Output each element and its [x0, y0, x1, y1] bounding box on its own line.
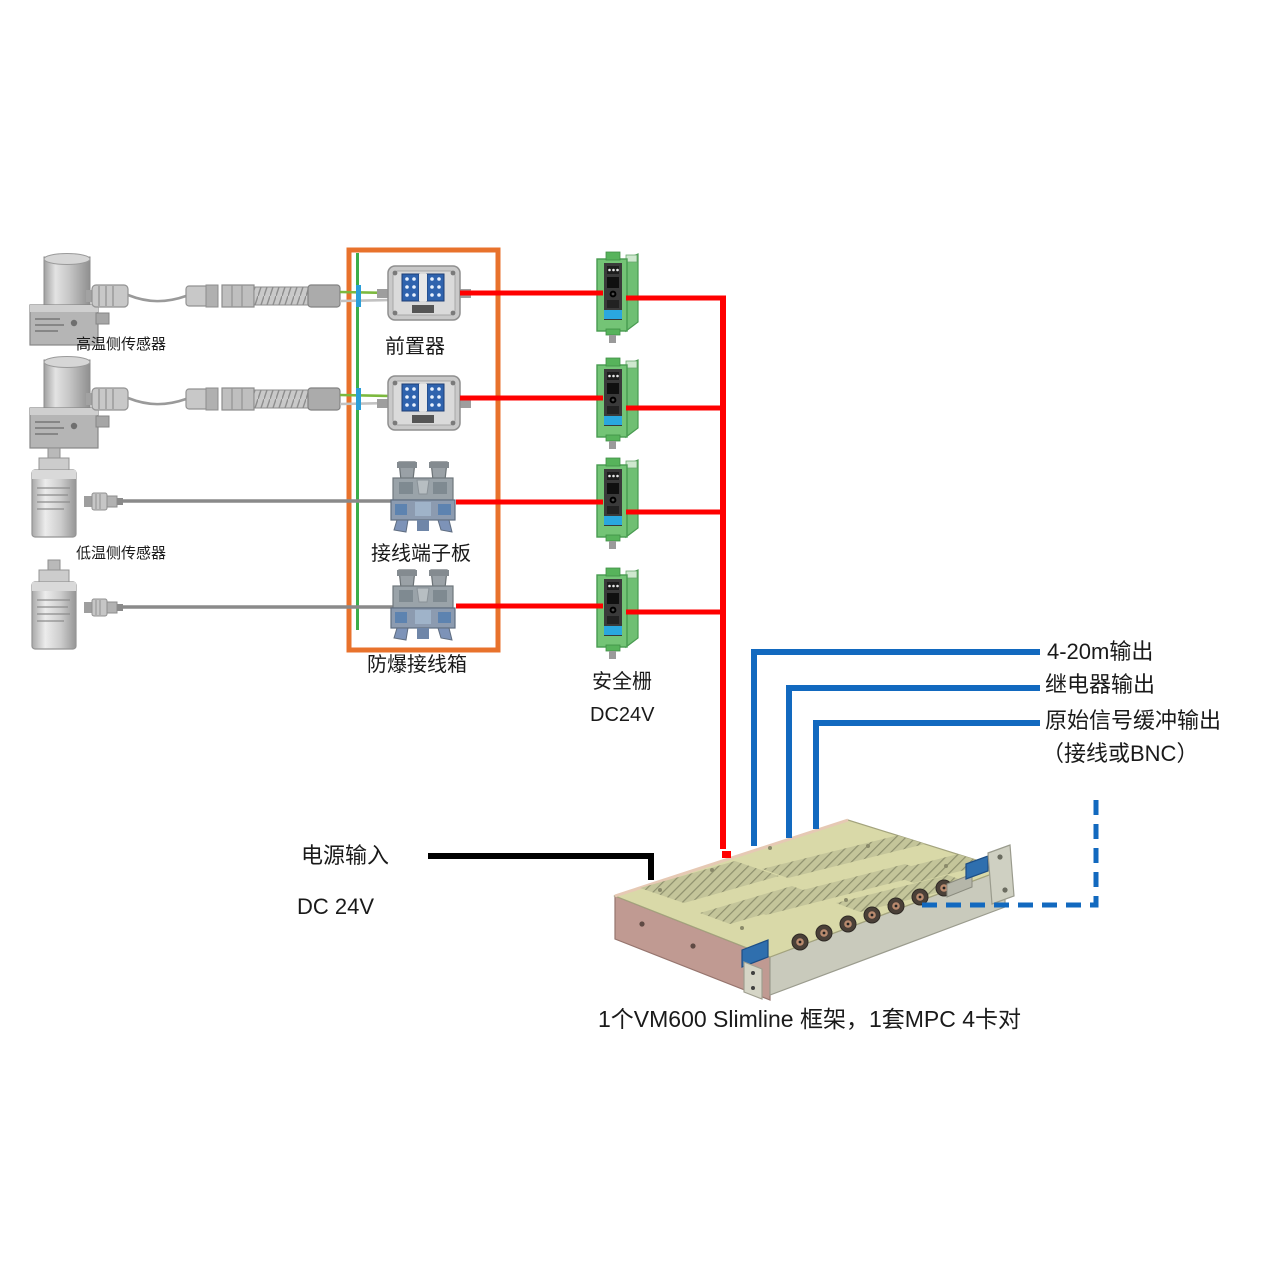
vm600-rack: [613, 818, 1015, 1001]
output-lines: [751, 649, 1099, 908]
output-line-420ma: [751, 649, 1040, 846]
label-high-temp-sensor: 高温侧传感器: [76, 336, 167, 353]
label-preamp: 前置器: [385, 336, 445, 358]
preamp-2: [376, 375, 472, 431]
signal-bus-end: [722, 851, 731, 858]
label-rack-caption: 1个VM600 Slimline 框架，1套MPC 4卡对: [598, 1006, 1022, 1032]
label-power-input: 电源输入: [301, 843, 390, 868]
rack-front-flange: [743, 961, 763, 1000]
low-temp-sensor-1: [31, 447, 77, 538]
cable-connector-4: [83, 598, 124, 617]
rack-blue-connector-left: [741, 939, 769, 968]
label-output-raw-note: （接线或BNC）: [1042, 741, 1199, 766]
rack-mounting-ear: [987, 844, 1015, 905]
label-output-relay: 继电器输出: [1045, 672, 1156, 697]
rack-blue-connector-right: [965, 855, 989, 880]
terminal-block-2: [390, 569, 456, 641]
label-output-420: 4-20m输出: [1047, 639, 1154, 664]
rack-screws: [658, 844, 948, 930]
sensor-cable-1: [84, 283, 392, 309]
rack-db9-connector: [946, 873, 973, 898]
output-line-relay: [786, 685, 1040, 838]
power-line: [428, 853, 654, 880]
junction-box-outline: [346, 247, 501, 653]
label-barrier-voltage: DC24V: [590, 704, 655, 726]
label-terminal-board: 接线端子板: [371, 543, 471, 565]
label-safety-barrier: 安全栅: [592, 671, 652, 693]
signal-lines: [456, 290, 731, 858]
terminal-block-1: [390, 461, 456, 533]
label-output-raw: 原始信号缓冲输出: [1045, 708, 1222, 733]
low-temp-sensor-2: [31, 559, 77, 650]
label-low-temp-sensor: 低温侧传感器: [76, 545, 167, 562]
output-line-raw: [813, 720, 1040, 829]
safety-barrier-2: [596, 357, 639, 450]
label-power-voltage: DC 24V: [297, 894, 375, 919]
preamp-1: [376, 265, 472, 321]
sensor-cable-2: [84, 386, 392, 412]
cable-connector-3: [83, 492, 124, 511]
safety-barrier-3: [596, 457, 639, 550]
output-line-bnc-dashed: [916, 800, 1099, 908]
label-junction-box: 防爆接线箱: [367, 654, 467, 676]
